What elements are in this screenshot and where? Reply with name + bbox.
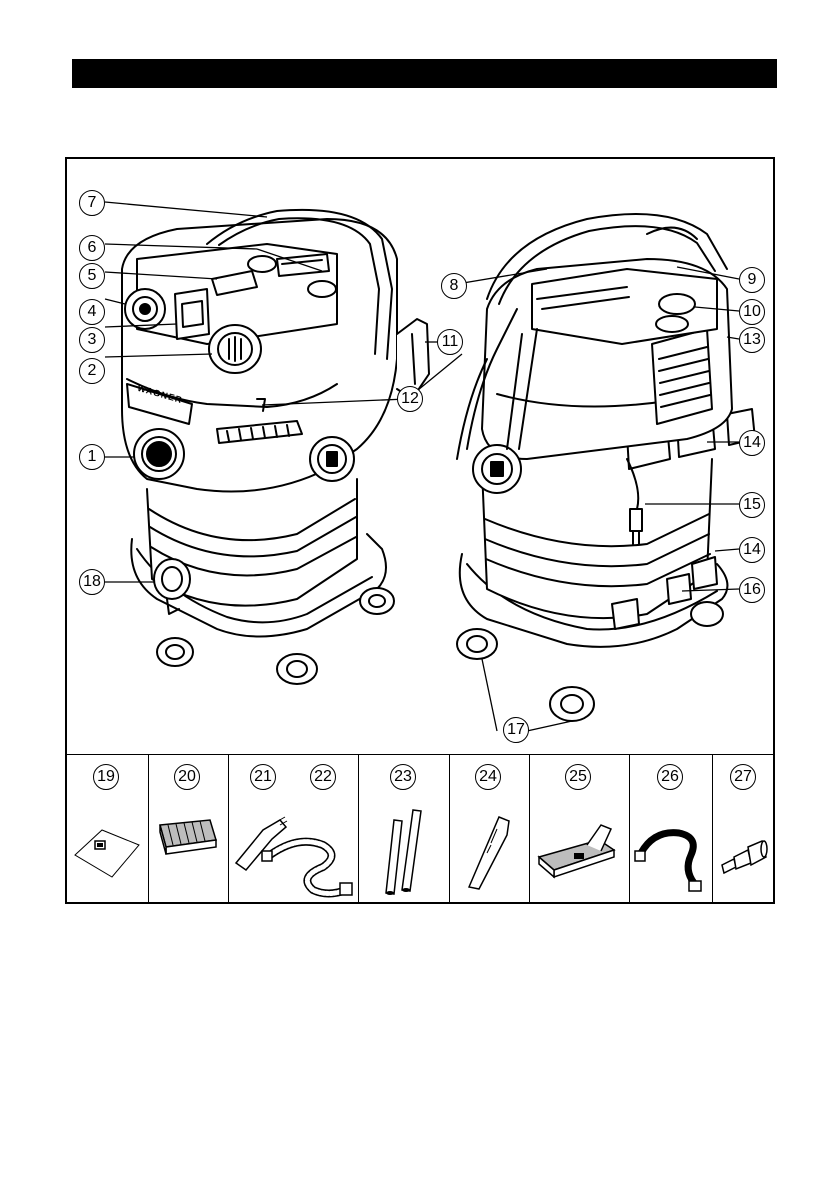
crevice-nozzle-icon	[449, 795, 529, 900]
callout-22: 22	[310, 764, 336, 790]
accessory-21-22: 21 22	[228, 755, 359, 903]
callout-5: 5	[79, 263, 105, 289]
callout-27: 27	[730, 764, 756, 790]
callout-14-upper: 14	[739, 430, 765, 456]
callout-10: 10	[739, 299, 765, 325]
callout-7: 7	[79, 190, 105, 216]
accessories-row: 19 20 21 22	[67, 754, 773, 905]
callout-17: 17	[503, 717, 529, 743]
callout-13: 13	[739, 327, 765, 353]
callout-4: 4	[79, 299, 105, 325]
adapter-icon	[712, 795, 773, 900]
dust-bag-icon	[67, 795, 148, 895]
vacuum-illustration	[67, 159, 773, 754]
accessory-25: 25	[529, 755, 630, 903]
callout-9: 9	[739, 267, 765, 293]
flat-filter-icon	[148, 795, 228, 895]
accessory-27: 27	[712, 755, 773, 903]
callout-23: 23	[390, 764, 416, 790]
callout-11: 11	[437, 329, 463, 355]
callout-18: 18	[79, 569, 105, 595]
callout-20: 20	[174, 764, 200, 790]
callout-12: 12	[397, 386, 423, 412]
accessory-23: 23	[358, 755, 450, 903]
floor-nozzle-icon	[529, 795, 629, 900]
accessory-26: 26	[629, 755, 713, 903]
callout-6: 6	[79, 235, 105, 261]
hose-icon	[629, 795, 712, 900]
callout-19: 19	[93, 764, 119, 790]
accessory-20: 20	[148, 755, 229, 903]
callout-24: 24	[475, 764, 501, 790]
callout-25: 25	[565, 764, 591, 790]
extension-tubes-icon	[358, 795, 449, 900]
hose-handle-icon	[228, 795, 358, 900]
callout-26: 26	[657, 764, 683, 790]
callout-2: 2	[79, 358, 105, 384]
callout-14-lower: 14	[739, 537, 765, 563]
callout-3: 3	[79, 327, 105, 353]
callout-8: 8	[441, 273, 467, 299]
header-bar	[72, 59, 777, 88]
figure-frame: 1 2 3 4 5 6 7 8 9 10 11 12 13 14 14 15 1…	[65, 157, 775, 904]
callout-1: 1	[79, 444, 105, 470]
callout-16: 16	[739, 577, 765, 603]
accessory-19: 19	[67, 755, 149, 903]
page-foot	[0, 1186, 840, 1191]
accessory-24: 24	[449, 755, 530, 903]
callout-21: 21	[250, 764, 276, 790]
callout-15: 15	[739, 492, 765, 518]
